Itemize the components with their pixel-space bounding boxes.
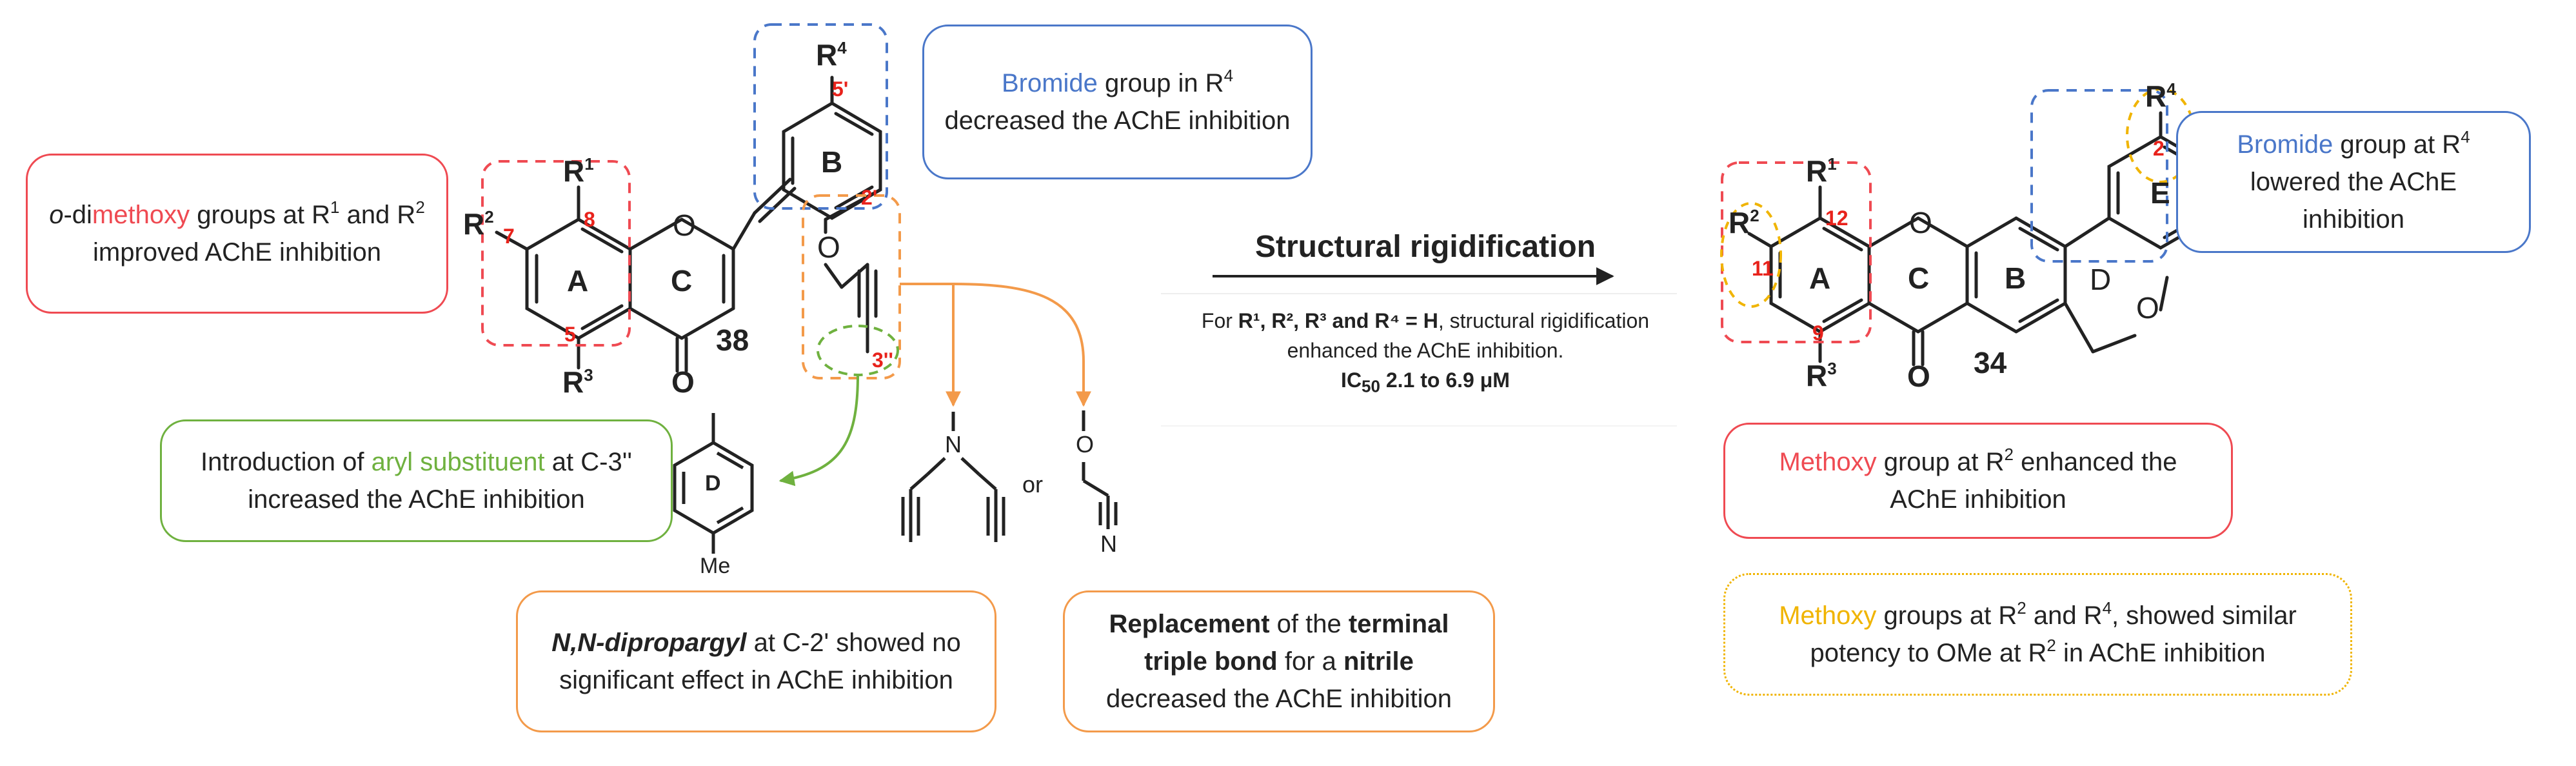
dipropargyl-annotation: N,N-dipropargyl at C-2' showed no signif… (516, 590, 996, 732)
aryl-me-label: Me (700, 554, 731, 578)
ring-c-label-left: C (671, 264, 693, 297)
cyanomethoxy-structure (1082, 410, 1118, 529)
position-12-label: 12 (1825, 207, 1848, 230)
ring-oxygen-right: O (1909, 206, 1932, 239)
dimethoxy-annotation: o-dimethoxy groups at R1 and R2 improved… (26, 154, 448, 314)
position-2-label: 2 (2153, 137, 2165, 160)
ring-a-highlight-box (481, 160, 631, 347)
ring-d-label-right: D (2090, 263, 2112, 296)
nitrile-arrow (953, 283, 1091, 407)
ring-b-bonds (782, 101, 882, 220)
ring-a-label-right: A (1809, 261, 1831, 295)
aryl-annotation: Introduction of aryl substituent at C-3'… (160, 419, 673, 542)
dipropargylamine-structure (901, 412, 1006, 542)
r2-label-left: R2 (463, 207, 494, 241)
nitrile-annotation: Replacement of the terminal triple bond … (1063, 590, 1495, 732)
rigidification-title: Structural rigidification (1254, 230, 1596, 264)
nitrile-n-label: N (1100, 530, 1117, 557)
ring-b-label-right: B (2005, 261, 2026, 295)
r2-label-right: R2 (1729, 205, 1759, 239)
r2-position-ellipse (1720, 202, 1782, 308)
ketone-oxygen-left: O (671, 365, 695, 399)
r3-label-right: R3 (1806, 358, 1837, 392)
position-7-label: 7 (503, 225, 515, 248)
aryl-ring-d-label: D (705, 471, 721, 496)
ring-c-label-right: C (1908, 261, 1930, 295)
r4-label-right: R4 (2145, 79, 2176, 113)
ring-a-label-left: A (567, 264, 589, 297)
rigidification-note: For R¹, R², R³ and R⁴ = H, structural ri… (1201, 309, 1650, 396)
ring-e-label-right: E (2150, 176, 2170, 210)
dipropargyl-arrow (900, 283, 961, 407)
methoxy-r2-annotation: Methoxy group at R2 enhanced the AChE in… (1723, 423, 2233, 539)
position-5-label: 5 (564, 323, 576, 346)
molecule-34 (1747, 111, 2214, 367)
ether-oxygen-right: O (2136, 291, 2159, 325)
position-9-label: 9 (1812, 321, 1824, 345)
amine-n-label: N (945, 431, 962, 458)
nitrile-o-label: O (1076, 431, 1095, 458)
bromide-right-annotation: Bromide group at R4 lowered the AChE inh… (2176, 111, 2531, 253)
position-3dprime-label: 3'' (872, 348, 894, 372)
r1-label-left: R1 (563, 154, 594, 188)
molecule-38 (495, 76, 882, 373)
ketone-oxygen-right: O (1907, 359, 1930, 393)
ether-oxygen-left: O (817, 230, 840, 264)
position-11-label: 11 (1752, 257, 1774, 280)
compound-38-number: 38 (716, 323, 749, 357)
methoxy-r2r4-annotation: Methoxy groups at R2 and R4, showed simi… (1723, 573, 2352, 696)
position-8-label: 8 (584, 208, 595, 231)
ring-b-highlight-box (753, 23, 888, 210)
ring-e-highlight-box (2030, 89, 2168, 263)
ring-oxygen-left: O (673, 208, 696, 242)
aryl-ring-structure (673, 413, 754, 554)
or-label: or (1022, 471, 1044, 498)
position-2prime-label: 2' (861, 186, 878, 209)
propargyl-highlight-box (802, 194, 901, 379)
aryl-arrow (778, 375, 859, 487)
position-5prime-label: 5' (832, 77, 849, 101)
r1-label-right: R1 (1806, 154, 1837, 188)
bromide-left-annotation: Bromide group in R4 decreased the AChE i… (922, 25, 1313, 179)
ring-b-label-left: B (821, 145, 843, 179)
r3-label-left: R3 (562, 365, 593, 399)
compound-34-number: 34 (1974, 346, 2007, 379)
alkyne-terminal-ellipse (817, 325, 899, 376)
r4-label-left: R4 (816, 37, 847, 72)
